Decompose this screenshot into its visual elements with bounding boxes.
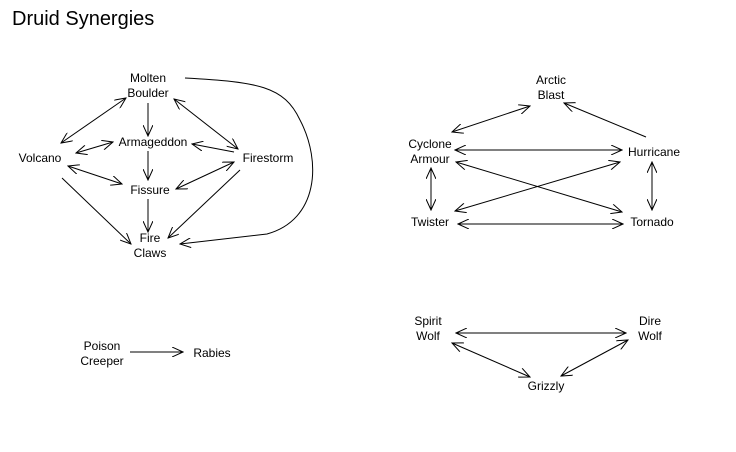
- skill-node-rabies: Rabies: [193, 346, 230, 360]
- page-title: Druid Synergies: [12, 8, 155, 30]
- skill-node-label-line: Hurricane: [628, 145, 680, 159]
- synergy-arrow-molten-boulder-to-firestorm: [174, 99, 238, 149]
- synergy-arrow-firestorm-to-armageddon: [192, 144, 235, 153]
- synergy-arrow-volcano-to-fire-claws: [61, 177, 131, 244]
- synergy-arrow-cyclone-armour-to-tornado: [456, 162, 622, 212]
- skill-node-label-line: Cyclone: [408, 137, 452, 151]
- synergy-arrow-spirit-wolf-to-grizzly: [452, 343, 530, 377]
- skill-node-firestorm: Firestorm: [243, 151, 294, 165]
- skill-node-label-line: Fire: [140, 231, 161, 245]
- synergy-arrow-dire-wolf-to-grizzly: [561, 340, 628, 376]
- skill-node-label-line: Fissure: [130, 183, 170, 197]
- skill-node-label-line: Rabies: [193, 346, 230, 360]
- synergy-arrow-volcano-to-armageddon: [76, 142, 113, 153]
- skill-node-label-line: Armour: [410, 152, 449, 166]
- synergy-arrow-firestorm-to-fissure: [176, 162, 234, 189]
- skill-node-hurricane: Hurricane: [628, 145, 680, 159]
- skill-node-label-line: Dire: [639, 314, 661, 328]
- skill-node-label-line: Arctic: [536, 73, 566, 87]
- skill-node-fissure: Fissure: [130, 183, 170, 197]
- skill-node-label-line: Wolf: [638, 329, 662, 343]
- skill-node-label-line: Firestorm: [243, 151, 294, 165]
- skill-node-label-line: Twister: [411, 215, 449, 229]
- skill-node-tornado: Tornado: [630, 215, 674, 229]
- skill-node-label-line: Tornado: [630, 215, 674, 229]
- synergy-arrow-firestorm-to-fire-claws: [168, 169, 241, 238]
- skill-node-label-line: Armageddon: [119, 135, 188, 149]
- skill-node-label-line: Volcano: [19, 151, 62, 165]
- skill-node-volcano: Volcano: [19, 151, 62, 165]
- skill-node-label-line: Claws: [134, 246, 167, 260]
- skill-node-label-line: Creeper: [80, 354, 123, 368]
- skill-node-label-line: Wolf: [416, 329, 440, 343]
- synergy-arrow-cyclone-armour-to-arctic-blast: [452, 106, 530, 132]
- skill-node-label-line: Poison: [84, 339, 121, 353]
- skill-node-label-line: Spirit: [414, 314, 442, 328]
- skill-node-label-line: Grizzly: [528, 379, 565, 393]
- skill-node-label-line: Blast: [538, 88, 565, 102]
- skill-node-twister: Twister: [411, 215, 449, 229]
- synergy-arrow-volcano-to-fissure: [68, 166, 122, 184]
- skill-node-armageddon: Armageddon: [119, 135, 188, 149]
- skill-node-label-line: Molten: [130, 71, 166, 85]
- synergy-arrow-hurricane-to-arctic-blast: [564, 103, 647, 138]
- synergy-arrow-molten-boulder-to-fire-claws: [180, 77, 314, 244]
- synergy-arrow-molten-boulder-to-volcano: [61, 98, 126, 143]
- skill-node-grizzly: Grizzly: [528, 379, 565, 393]
- skill-node-label-line: Boulder: [127, 86, 168, 100]
